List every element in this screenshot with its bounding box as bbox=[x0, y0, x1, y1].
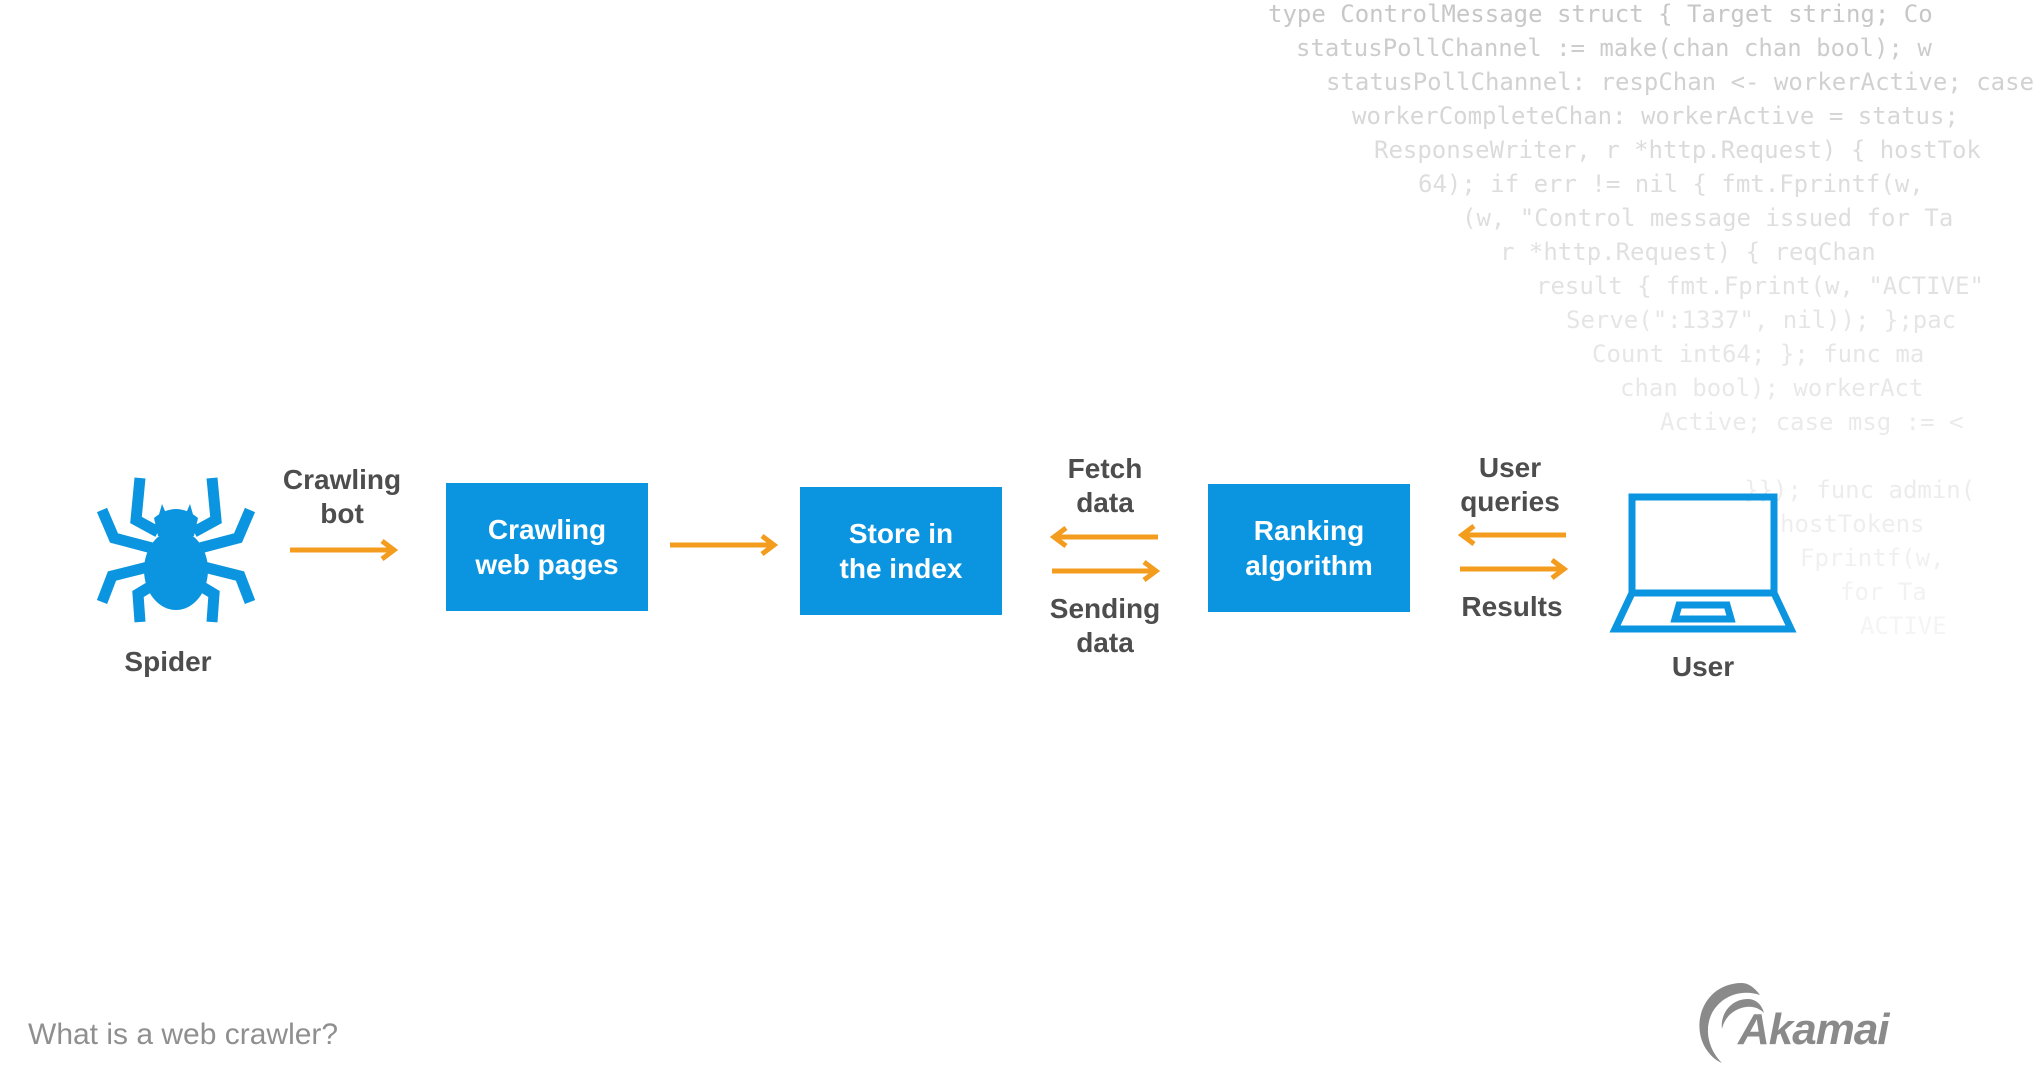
store-index-text: Store in the index bbox=[839, 518, 963, 584]
slide: type ControlMessage struct { Target stri… bbox=[28, 0, 2034, 1065]
crawling-bot-label: Crawling bot bbox=[282, 464, 402, 529]
code-line: statusPollChannel: respChan <- workerAct… bbox=[1326, 68, 2034, 96]
spider-label: Spider bbox=[124, 646, 212, 677]
code-line: Fprintf(w, bbox=[1800, 544, 1945, 572]
store-index-box: Store in the index bbox=[800, 487, 1002, 615]
arrow-user-queries bbox=[1457, 524, 1566, 546]
fetch-data-label: Fetch data bbox=[1067, 453, 1143, 518]
code-line: (w, "Control message issued for Ta bbox=[1462, 204, 1954, 232]
akamai-swoosh-icon bbox=[1699, 983, 1764, 1063]
user-label: User bbox=[1671, 651, 1735, 682]
code-line: for Ta bbox=[1840, 578, 1927, 606]
code-line: statusPollChannel := make(chan chan bool… bbox=[1296, 34, 1932, 62]
code-line: type ControlMessage struct { Target stri… bbox=[1268, 0, 1933, 28]
arrow-sending-data bbox=[1052, 560, 1161, 582]
code-line: workerCompleteChan: workerActive = statu… bbox=[1352, 102, 1959, 130]
code-line: result { fmt.Fprint(w, "ACTIVE" bbox=[1536, 272, 1984, 300]
code-line: ACTIVE bbox=[1860, 612, 1947, 640]
code-line: Serve(":1337", nil)); };pac bbox=[1566, 306, 1957, 334]
arrow-spider-to-crawling bbox=[290, 539, 399, 561]
code-line: chan bool); workerAct bbox=[1620, 374, 1924, 402]
akamai-logo-text: Akamai bbox=[1738, 1005, 1890, 1054]
code-line: Active; case msg := < bbox=[1660, 408, 1964, 436]
crawling-web-pages-box: Crawling web pages bbox=[446, 483, 648, 611]
ranking-algorithm-box: Ranking algorithm bbox=[1208, 484, 1410, 612]
arrow-crawling-to-store bbox=[670, 534, 779, 556]
spider-icon bbox=[96, 477, 256, 623]
arrow-fetch-data bbox=[1049, 526, 1158, 548]
arrow-results bbox=[1460, 558, 1569, 580]
slide-caption: What is a web crawler? bbox=[28, 1018, 339, 1051]
crawling-web-pages-text: Crawling web pages bbox=[475, 514, 619, 580]
sending-data-label: Sending data bbox=[1049, 593, 1161, 658]
code-line: 64); if err != nil { fmt.Fprintf(w, bbox=[1418, 170, 1924, 198]
user-queries-label: User queries bbox=[1460, 452, 1560, 517]
ranking-algorithm-text: Ranking algorithm bbox=[1245, 515, 1373, 581]
code-line: Count int64; }; func ma bbox=[1592, 340, 1925, 368]
results-label: Results bbox=[1461, 591, 1563, 622]
code-line: ResponseWriter, r *http.Request) { hostT… bbox=[1374, 136, 1981, 164]
akamai-logo: Akamai bbox=[1690, 975, 1900, 1065]
code-line: r *http.Request) { reqChan bbox=[1500, 238, 1876, 266]
code-line: hostTokens bbox=[1780, 510, 1925, 538]
laptop-icon bbox=[1609, 493, 1797, 633]
